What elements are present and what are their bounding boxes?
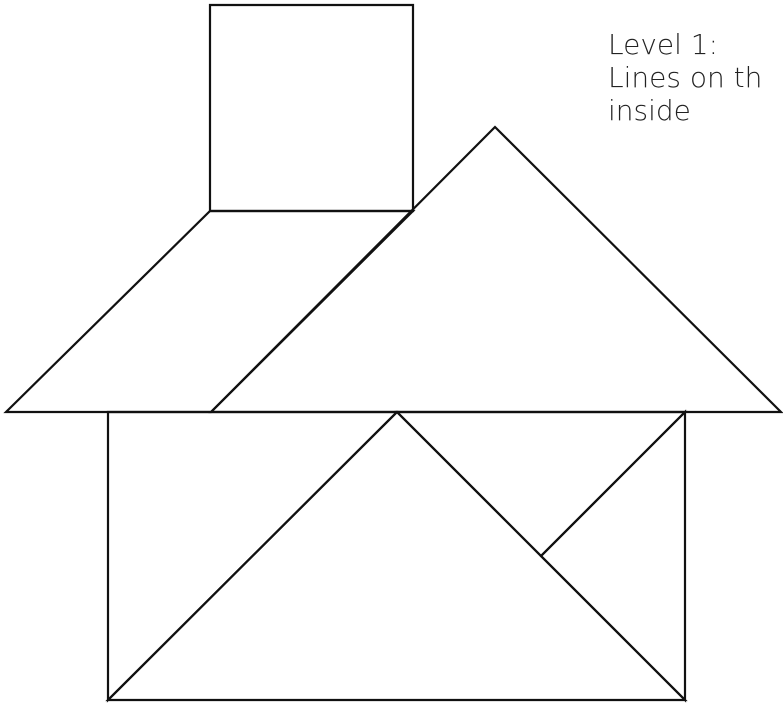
wall-small-triangle bbox=[541, 412, 685, 700]
level-caption: Level 1: Lines on th inside bbox=[608, 28, 762, 127]
level-instruction-line: inside bbox=[608, 94, 762, 127]
roof-large-triangle bbox=[211, 127, 781, 412]
roof-parallelogram bbox=[6, 211, 413, 412]
wall-medium-triangle bbox=[397, 412, 685, 556]
level-title: Level 1: bbox=[608, 28, 762, 61]
level-instruction-line: Lines on th bbox=[608, 61, 762, 94]
chimney-square bbox=[210, 5, 413, 211]
wall-bottom-large-triangle bbox=[108, 412, 685, 700]
